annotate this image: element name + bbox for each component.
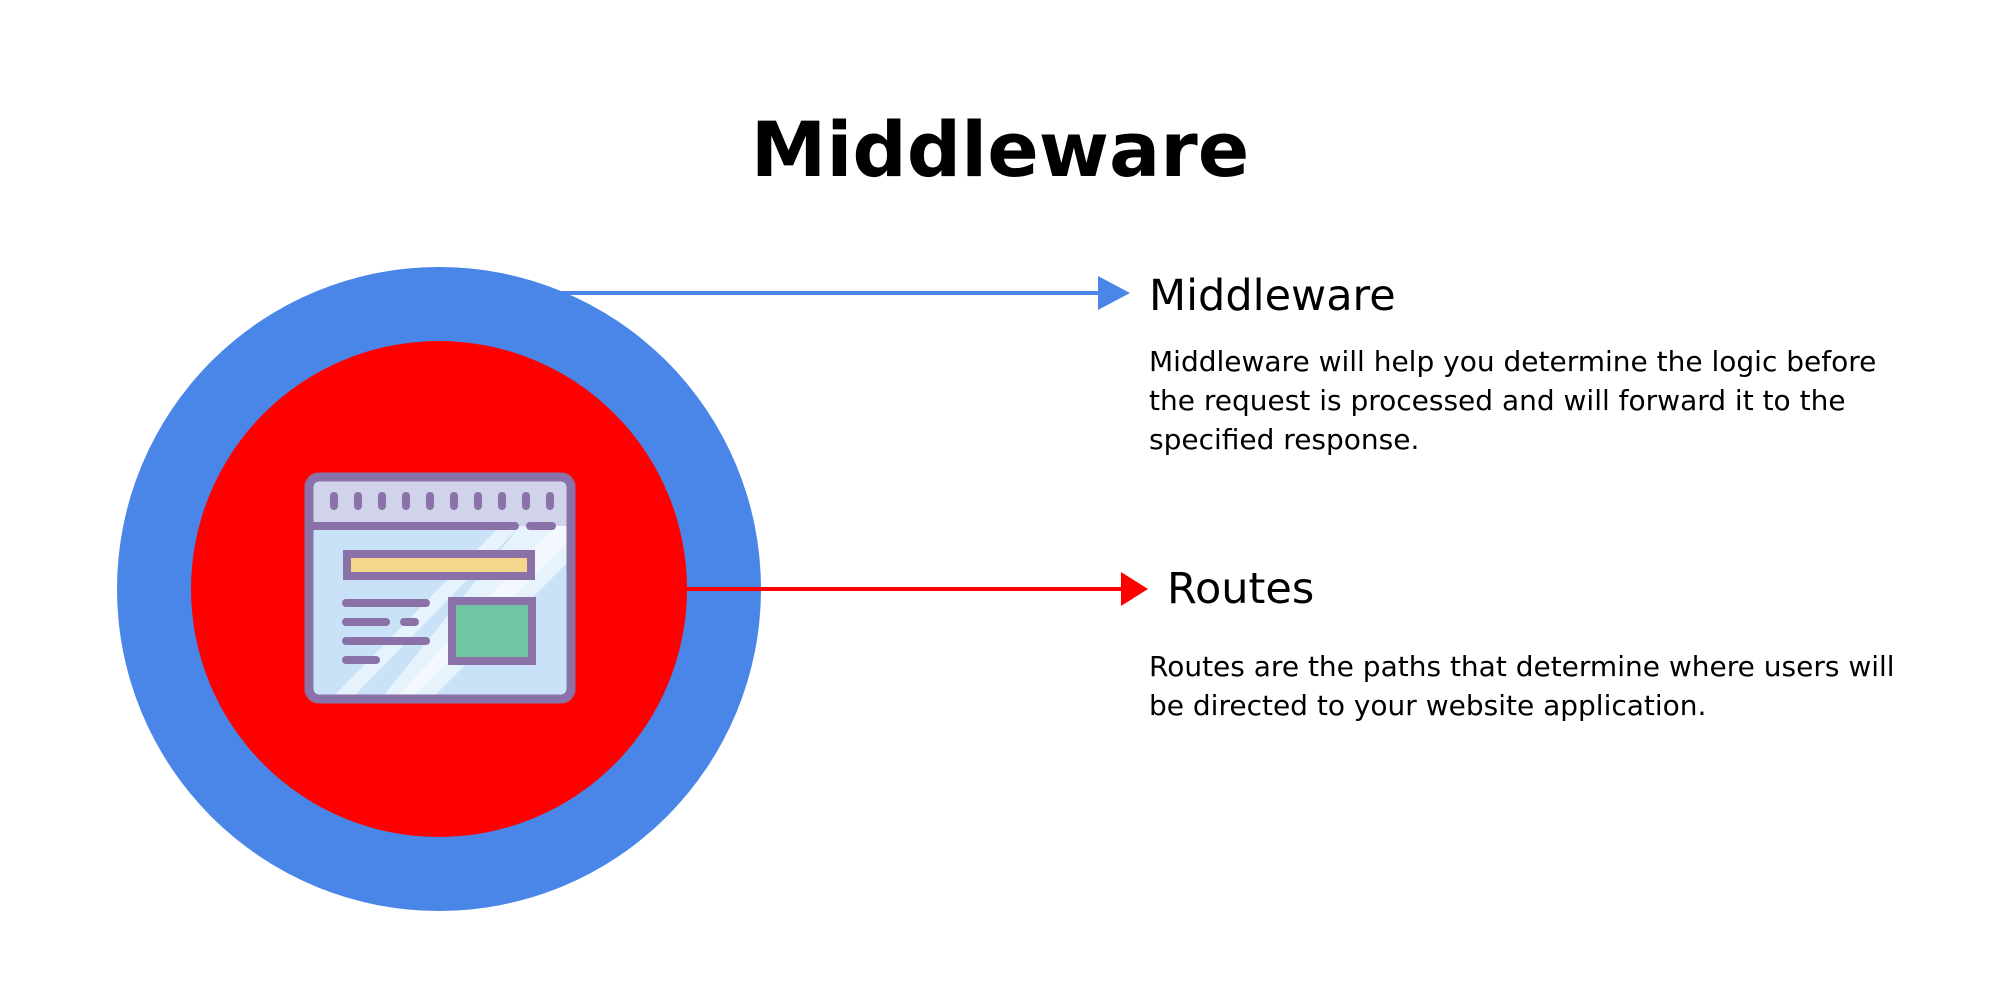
page-title: Middleware [750,105,1250,194]
middleware-arrowhead [1098,276,1130,310]
routes-arrowhead [1121,572,1148,606]
middleware-label: Middleware [1149,271,1396,321]
browser-window-icon [304,472,576,704]
middleware-description: Middleware will help you determine the l… [1149,345,1877,456]
routes-label: Routes [1167,564,1315,614]
routes-description: Routes are the paths that determine wher… [1149,650,1895,722]
